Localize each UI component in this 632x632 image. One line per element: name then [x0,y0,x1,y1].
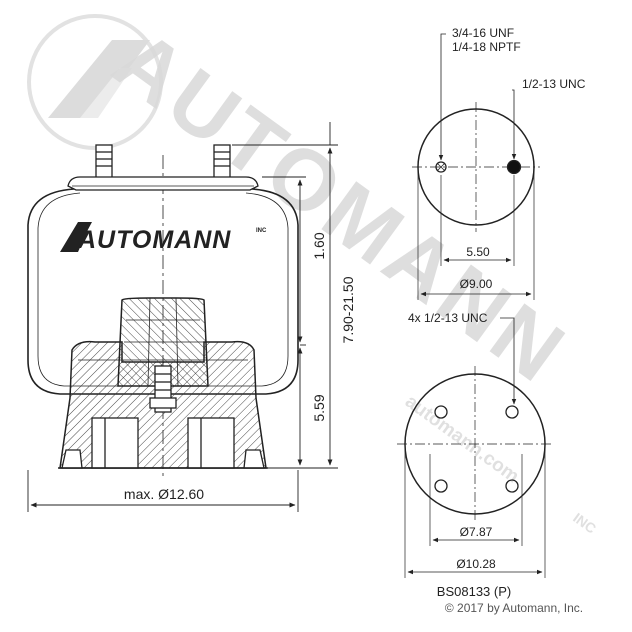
logo-icon [60,222,92,252]
top-view [412,33,540,300]
logo-suffix: INC [256,228,267,234]
bottom-view [397,317,553,578]
top-dim-spacing: 5.50 [466,245,490,259]
bottom-dim-bolt-circle: Ø7.87 [460,525,493,539]
watermark-logo-mark-inner [80,68,132,118]
bead-plate [67,176,259,191]
stud-hole [506,159,522,175]
top-stud-left [95,144,113,182]
bolt-hole-3 [434,479,448,493]
bolt-hole-4 [505,479,519,493]
bolt-hole-1 [434,405,448,419]
callout-thread-2: 1/4-18 NPTF [452,40,521,54]
callout-thread-1: 3/4-16 UNF [452,26,514,40]
side-view [27,144,299,478]
air-fitting-hole [435,161,447,173]
side-logo: AUTOMANN INC [60,222,267,254]
watermark-logo-circle [27,14,163,150]
dim-lower: 5.59 [311,394,327,421]
callout-holes: 4x 1/2-13 UNC [408,311,488,325]
watermark-url: automann.com [401,391,523,487]
watermark-suffix: INC [570,509,599,536]
copyright: © 2017 by Automann, Inc. [445,601,583,615]
callout-stud: 1/2-13 UNC [522,77,586,91]
dim-upper: 1.60 [311,232,327,259]
piston-ribs [61,417,265,469]
side-dimensions [27,122,338,512]
logo-text: AUTOMANN [77,226,231,254]
dim-height: 7.90-21.50 [340,276,356,343]
dim-diameter: max. Ø12.60 [124,486,204,502]
part-number: BS08133 (P) [437,584,511,599]
bolt-hole-2 [505,405,519,419]
top-stud-right [213,144,231,182]
top-dim-diameter: Ø9.00 [460,277,493,291]
bottom-dim-diameter: Ø10.28 [456,557,496,571]
watermark-logo-mark [48,40,150,118]
